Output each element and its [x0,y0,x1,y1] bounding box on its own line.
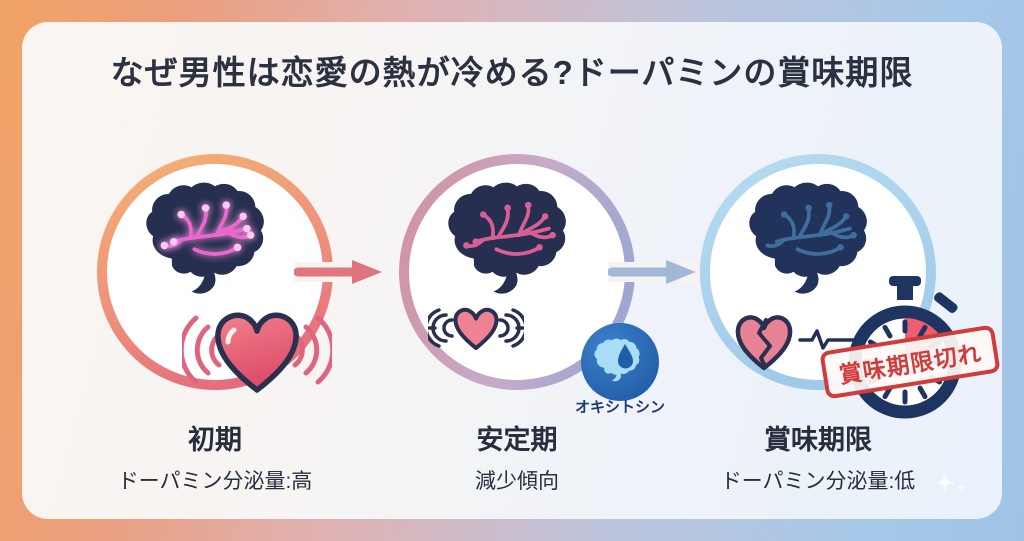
infographic-card: なぜ男性は恋愛の熱が冷める?ドーパミンの賞味期限 [22,22,1002,519]
vibration-arcs-right [292,315,332,385]
stage-sublabel: ドーパミン分泌量:高 [117,470,313,493]
brain-dim-icon [749,182,867,294]
beating-heart-icon [182,312,332,393]
brain-active-icon [146,182,264,294]
sparkle-icon: ✦✦ [934,468,967,498]
broken-heart-icon [735,315,856,371]
stage-expired: 賞味期限切れ 賞味期限 ドーパミン分泌量:低 [658,22,1001,519]
arrow-right-icon [294,260,384,284]
stage-caption: 初期 ドーパミン分泌量:高 [55,418,375,495]
stage-label: 初期 [188,425,242,455]
arrow-right-icon [608,260,698,284]
brain-calm-icon [448,182,566,294]
weak-heartbeat-line [798,329,856,350]
small-beating-heart-icon [428,307,524,350]
vibration-arcs-left [182,315,222,385]
oxytocin-brain-icon [581,323,659,401]
stage-sublabel: 減少傾向 [475,470,559,493]
vibration-arcs-right [498,308,524,348]
stage-label: 賞味期限 [764,425,872,455]
stage-caption: 安定期 減少傾向 [357,418,677,495]
oxytocin-badge-label: オキシトシン [574,399,665,416]
stage-stable: オキシトシン 安定期 減少傾向 [357,22,677,519]
stage-label: 安定期 [476,425,558,455]
vibration-arcs-left [428,308,454,348]
stage-caption: 賞味期限 ドーパミン分泌量:低 [658,418,978,495]
stage-sublabel: ドーパミン分泌量:低 [720,470,916,493]
page-title: なぜ男性は恋愛の熱が冷める?ドーパミンの賞味期限 [110,54,914,91]
